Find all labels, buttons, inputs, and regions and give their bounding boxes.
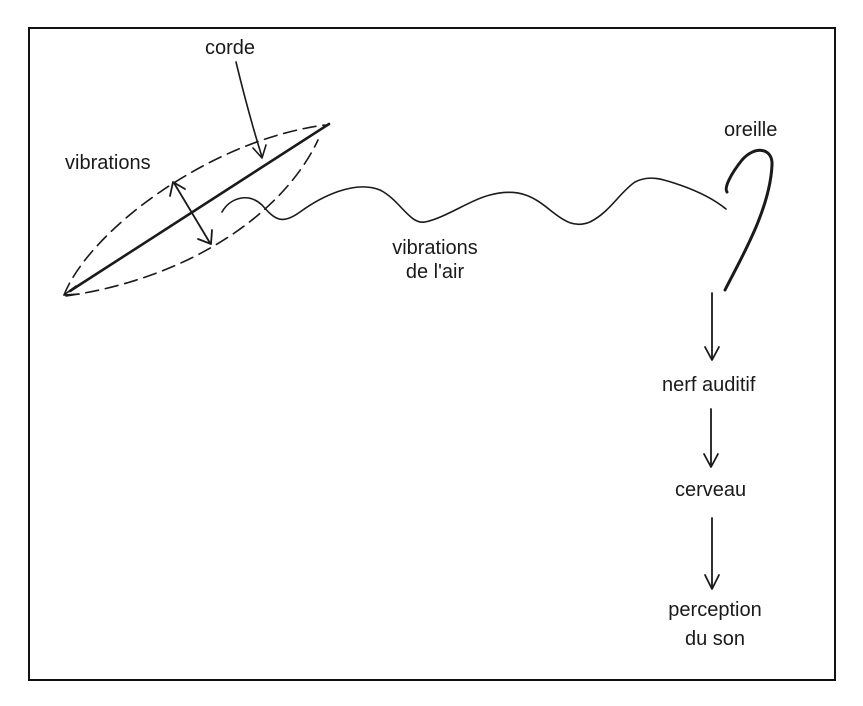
label-corde: corde xyxy=(205,37,256,59)
arrow-ear-to-nerve-head xyxy=(704,346,720,361)
diagram-frame xyxy=(28,27,836,681)
ear-shape xyxy=(723,149,774,292)
corde-arrow-head xyxy=(252,144,267,159)
arrow-nerve-to-brain-head xyxy=(703,453,719,468)
label-vibrations-air: vibrations de l'air xyxy=(370,236,500,284)
vibration-envelope-upper xyxy=(63,124,326,296)
corde-arrow-shaft xyxy=(235,61,263,158)
vibration-envelope-lower xyxy=(65,139,319,297)
label-nerf-auditif: nerf auditif xyxy=(662,374,756,396)
string-line xyxy=(68,122,331,293)
vibration-arrow-head-top xyxy=(169,181,186,197)
label-perception-line1: perception xyxy=(668,599,762,621)
arrow-brain-to-perception-head xyxy=(704,574,720,590)
label-perception: perception du son xyxy=(650,598,780,651)
label-vibrations-air-line1: vibrations xyxy=(392,237,478,259)
left-tip-arrowhead xyxy=(63,285,80,296)
label-vibrations: vibrations xyxy=(65,152,151,174)
vibration-arrow-head-bottom xyxy=(197,229,213,245)
label-cerveau: cerveau xyxy=(675,479,747,501)
label-perception-line2: du son xyxy=(684,628,746,650)
vibration-double-arrow-shaft xyxy=(173,182,211,244)
label-vibrations-air-line2: de l'air xyxy=(405,261,465,283)
air-vibration-wave xyxy=(221,177,727,226)
label-oreille: oreille xyxy=(724,119,778,141)
